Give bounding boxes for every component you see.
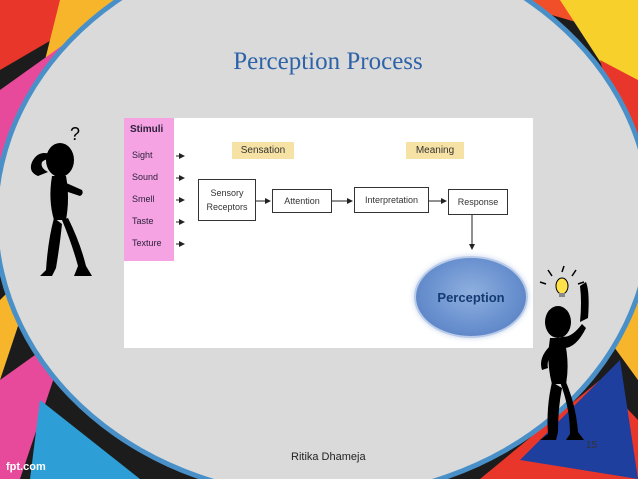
stimulus-taste: Taste — [132, 216, 154, 226]
stimuli-panel: Stimuli Sight Sound Smell Taste Texture — [124, 118, 174, 261]
sensation-header: Sensation — [232, 142, 294, 159]
stimulus-sound: Sound — [132, 172, 159, 182]
response-box: Response — [448, 189, 508, 215]
sensory-receptors-line2: Receptors — [206, 202, 248, 212]
stimulus-sight: Sight — [132, 150, 153, 160]
lightbulb-icon — [555, 277, 569, 295]
stimulus-texture: Texture — [132, 238, 162, 248]
page-number: 15 — [586, 440, 598, 451]
fpt-logo: fpt.com — [6, 461, 46, 473]
stimuli-heading: Stimuli — [130, 124, 164, 135]
sensory-receptors-box: Sensory Receptors — [198, 179, 256, 221]
diagram-arrows — [176, 153, 475, 250]
perception-process-diagram: Stimuli Sight Sound Smell Taste Texture … — [124, 118, 533, 348]
svg-text:?: ? — [70, 124, 80, 144]
interpretation-box: Interpretation — [354, 187, 429, 213]
meaning-header: Meaning — [406, 142, 464, 159]
idea-figure-icon — [539, 265, 589, 440]
thinking-figure-icon: ? — [30, 124, 92, 276]
perception-ellipse: Perception — [414, 256, 528, 338]
slide-title: Perception Process — [233, 48, 423, 75]
stimulus-smell: Smell — [132, 194, 155, 204]
author-name: Ritika Dhameja — [291, 451, 366, 463]
perception-label: Perception — [437, 289, 505, 305]
attention-box: Attention — [272, 189, 332, 213]
sensory-receptors-line1: Sensory — [210, 187, 244, 198]
